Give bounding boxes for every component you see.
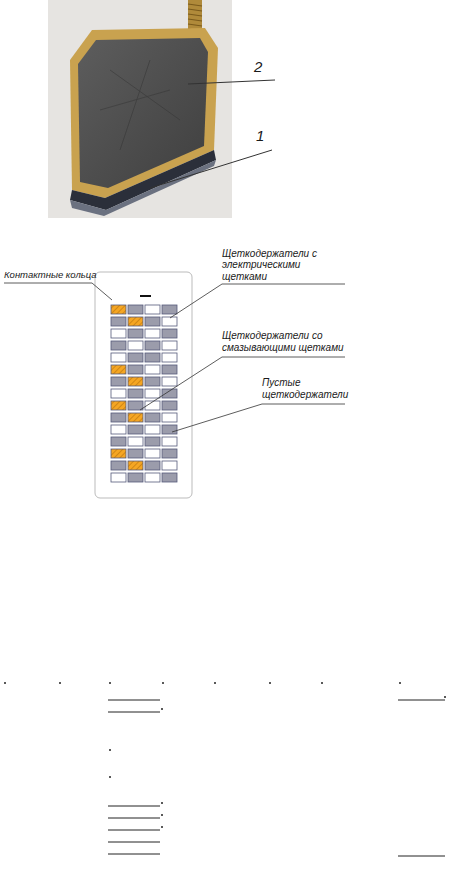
leader-line [172, 404, 345, 432]
leader-line [188, 80, 275, 84]
brush-holder [162, 425, 177, 434]
brush-holder [145, 317, 160, 326]
brush-holder [111, 377, 126, 386]
brush-holder [128, 317, 143, 326]
brush-holder [162, 365, 177, 374]
brush-holder [162, 305, 177, 314]
brush-holder [145, 365, 160, 374]
holder-grid [111, 305, 177, 482]
rings-frame [95, 272, 192, 498]
brush-holder [162, 353, 177, 362]
brush-holder [128, 305, 143, 314]
brush-holder [111, 413, 126, 422]
brush-holder [145, 413, 160, 422]
brush-holder [162, 341, 177, 350]
brush-holder [128, 377, 143, 386]
brush-holder [111, 401, 126, 410]
brush-holder [128, 425, 143, 434]
brush-holder [162, 377, 177, 386]
brush-holder [111, 389, 126, 398]
residual-dots [4, 682, 446, 828]
mark [140, 295, 151, 297]
brush-holder [128, 353, 143, 362]
brush-holder [111, 473, 126, 482]
brush-holder [111, 437, 126, 446]
brush-holder [111, 341, 126, 350]
leader-line [4, 283, 112, 300]
brush-holder [162, 389, 177, 398]
brush-holder [128, 413, 143, 422]
brush-holder [145, 353, 160, 362]
brush-holder [128, 449, 143, 458]
brush-holder [145, 473, 160, 482]
part-label: Щеткодержатели с электрическими щетками [222, 248, 346, 283]
brush-holder [111, 305, 126, 314]
brush-holder [128, 401, 143, 410]
brush-holder [145, 437, 160, 446]
brush-holder [128, 473, 143, 482]
leader-line [150, 150, 272, 188]
residual-marks [108, 700, 445, 856]
brush-holder [111, 317, 126, 326]
brush-holder [128, 461, 143, 470]
callout-number: 1 [256, 127, 276, 144]
brush-holder [128, 437, 143, 446]
brush-holder [145, 377, 160, 386]
brush-holder [162, 461, 177, 470]
brush-holder [162, 449, 177, 458]
brush-holder [162, 413, 177, 422]
brush-holder [128, 389, 143, 398]
brush-holder [162, 473, 177, 482]
brush-holder [111, 353, 126, 362]
brush-holder [162, 401, 177, 410]
brush-holder [145, 461, 160, 470]
part-label: Щеткодержатели со смазывающими щетками [222, 330, 346, 353]
brush-holder [162, 437, 177, 446]
brush-holder [111, 449, 126, 458]
brush-holder [145, 305, 160, 314]
callout-number: 2 [254, 58, 274, 75]
brush-holder [162, 317, 177, 326]
brush-holder [145, 425, 160, 434]
brush-holder [111, 365, 126, 374]
brush-holder [128, 329, 143, 338]
brush-holder [111, 329, 126, 338]
brush-holder [111, 425, 126, 434]
brush-photo [48, 0, 232, 218]
brush-holder [162, 329, 177, 338]
leader-line [140, 357, 345, 410]
leader-line [170, 284, 345, 318]
part-label: Пустые щеткодержатели [262, 377, 346, 400]
brush-holder [145, 329, 160, 338]
brush-holder [111, 461, 126, 470]
brush-holder [128, 365, 143, 374]
brush-holder [145, 389, 160, 398]
brush-holder [145, 341, 160, 350]
brush-holder [145, 449, 160, 458]
brush-holder [128, 341, 143, 350]
part-label: Контактные кольца [4, 270, 104, 281]
